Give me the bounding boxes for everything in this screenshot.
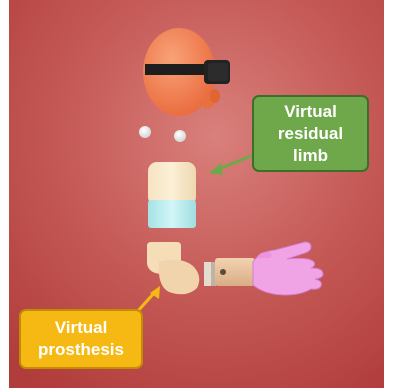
prosthesis-callout: Virtual prosthesis (19, 309, 143, 369)
callout-line: residual (277, 123, 344, 143)
residual-limb-callout: Virtual residual limb (252, 95, 369, 172)
virtual-hand (252, 241, 324, 296)
virtual-residual-limb (148, 162, 196, 228)
tracking-markers (139, 126, 186, 142)
callout-line: limb (293, 145, 328, 165)
callout-line: prosthesis (38, 340, 124, 359)
callout-line: Virtual (284, 101, 337, 121)
vr-headset (145, 60, 230, 84)
virtual-prosthesis (147, 242, 255, 295)
callout-line: Virtual (54, 318, 108, 337)
